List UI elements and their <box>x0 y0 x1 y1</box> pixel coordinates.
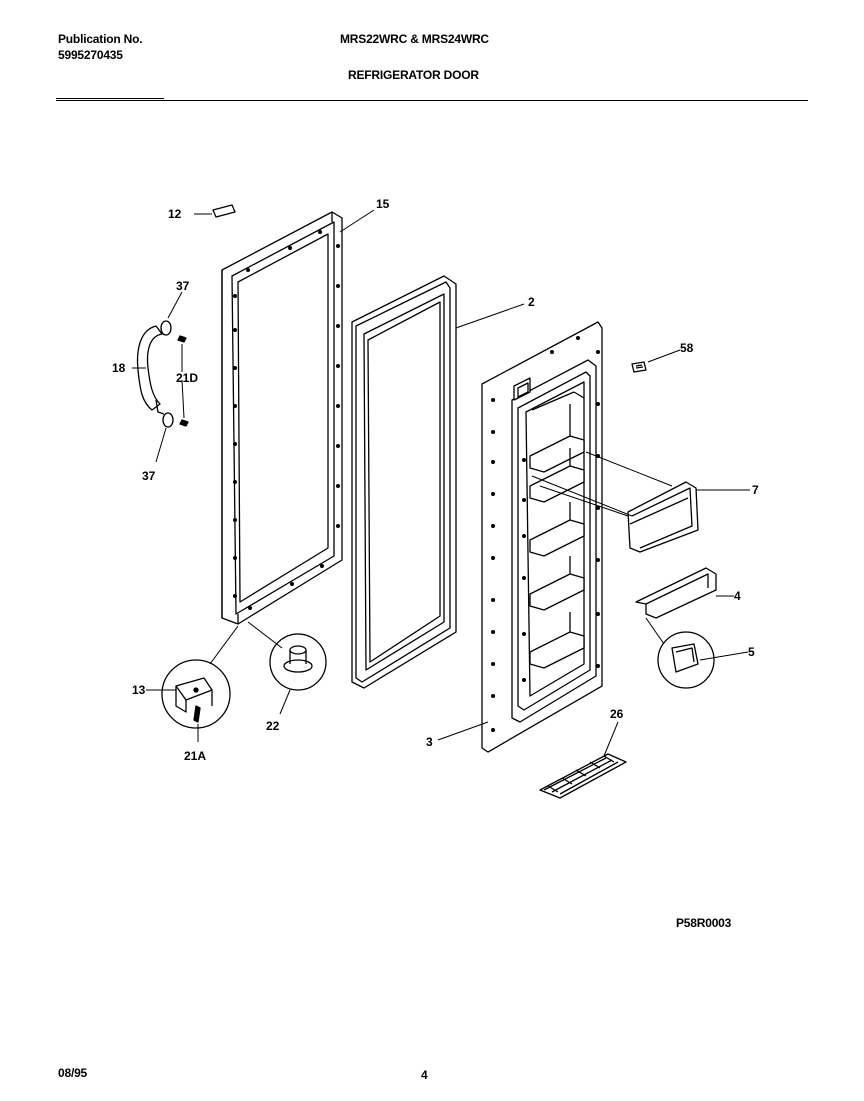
figure-code: P58R0003 <box>676 916 732 930</box>
callout-26: 26 <box>610 707 624 721</box>
publication-label: Publication No. <box>58 32 143 46</box>
callout-12: 12 <box>168 207 182 221</box>
part-5-clip-detail <box>657 631 715 689</box>
header-rule <box>56 100 808 101</box>
leader-lines <box>132 209 750 757</box>
page-number: 4 <box>421 1068 428 1082</box>
callout-37-top: 37 <box>176 279 190 293</box>
callout-37-bottom: 37 <box>142 469 156 483</box>
part-58-screw <box>631 361 647 373</box>
callout-4: 4 <box>734 589 741 603</box>
part-26-grille <box>539 753 627 799</box>
part-22-bushing-detail <box>269 633 327 691</box>
part-18-door-handle <box>136 320 174 428</box>
callout-15: 15 <box>376 197 390 211</box>
publication-number: 5995270435 <box>58 48 123 62</box>
callout-22: 22 <box>266 719 280 733</box>
frame-screw-holes <box>233 230 340 610</box>
part-3-inner-door-panel <box>481 321 603 753</box>
callout-2: 2 <box>528 295 535 309</box>
callout-18: 18 <box>112 361 126 375</box>
part-21d-screws <box>177 335 189 427</box>
part-15-door-frame <box>221 211 343 625</box>
footer-date: 08/95 <box>58 1066 88 1080</box>
header-rule-short <box>56 98 164 99</box>
callout-21a: 21A <box>184 749 206 763</box>
part-7-dairy-door <box>627 481 699 553</box>
part-2-door-gasket <box>351 275 457 689</box>
callout-21d: 21D <box>176 371 198 385</box>
model-numbers: MRS22WRC & MRS24WRC <box>340 32 489 46</box>
section-title: REFRIGERATOR DOOR <box>348 68 479 82</box>
callout-5: 5 <box>748 645 755 659</box>
callout-3: 3 <box>426 735 433 749</box>
part-21a-screw <box>193 705 201 723</box>
callout-13: 13 <box>132 683 146 697</box>
panel-screw-holes <box>491 336 600 732</box>
callout-58: 58 <box>680 341 694 355</box>
part-4-shelf-bar <box>635 567 717 619</box>
part-13-hinge-detail <box>161 659 231 729</box>
callout-7: 7 <box>752 483 759 497</box>
part-12-label-plate <box>212 204 236 218</box>
